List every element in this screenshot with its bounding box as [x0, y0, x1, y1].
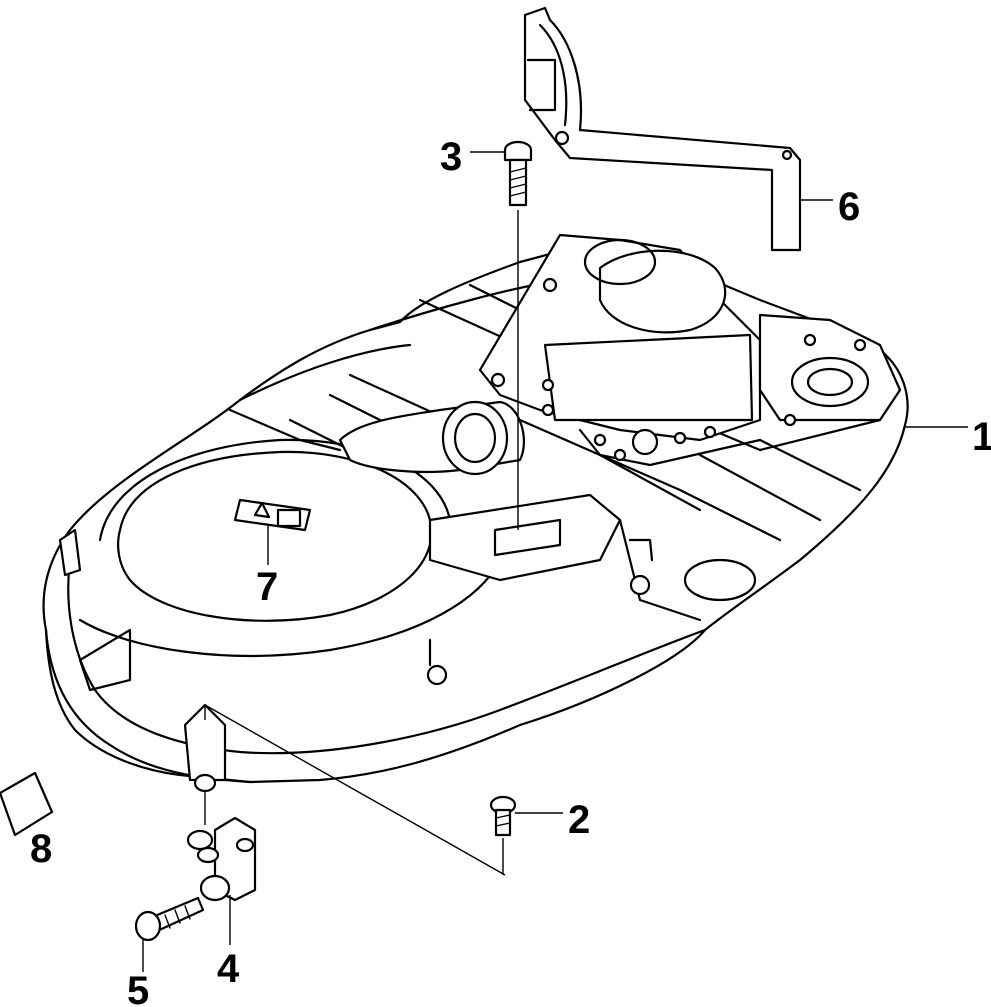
- warning-decal-7: [233, 498, 312, 532]
- bracket-4: [186, 816, 257, 902]
- decal-8: [0, 771, 54, 837]
- bolt-3: [503, 140, 533, 207]
- callout-7: 7: [256, 565, 278, 609]
- bolt-5: [134, 896, 205, 942]
- callout-6: 6: [838, 185, 860, 229]
- callout-1: 1: [972, 415, 991, 459]
- callout-3: 3: [440, 135, 462, 179]
- callout-labels: 1 2 3 4 5 6 7 8: [30, 135, 991, 1007]
- callout-5: 5: [127, 969, 149, 1007]
- leader-lines: [204, 210, 519, 876]
- callout-2: 2: [568, 798, 590, 842]
- bolt-2: [489, 795, 517, 837]
- deck-housing: [42, 233, 909, 793]
- callout-pointers: [142, 151, 968, 972]
- callout-4: 4: [217, 947, 240, 991]
- callout-8: 8: [30, 827, 52, 871]
- guard-bar: [523, 6, 802, 252]
